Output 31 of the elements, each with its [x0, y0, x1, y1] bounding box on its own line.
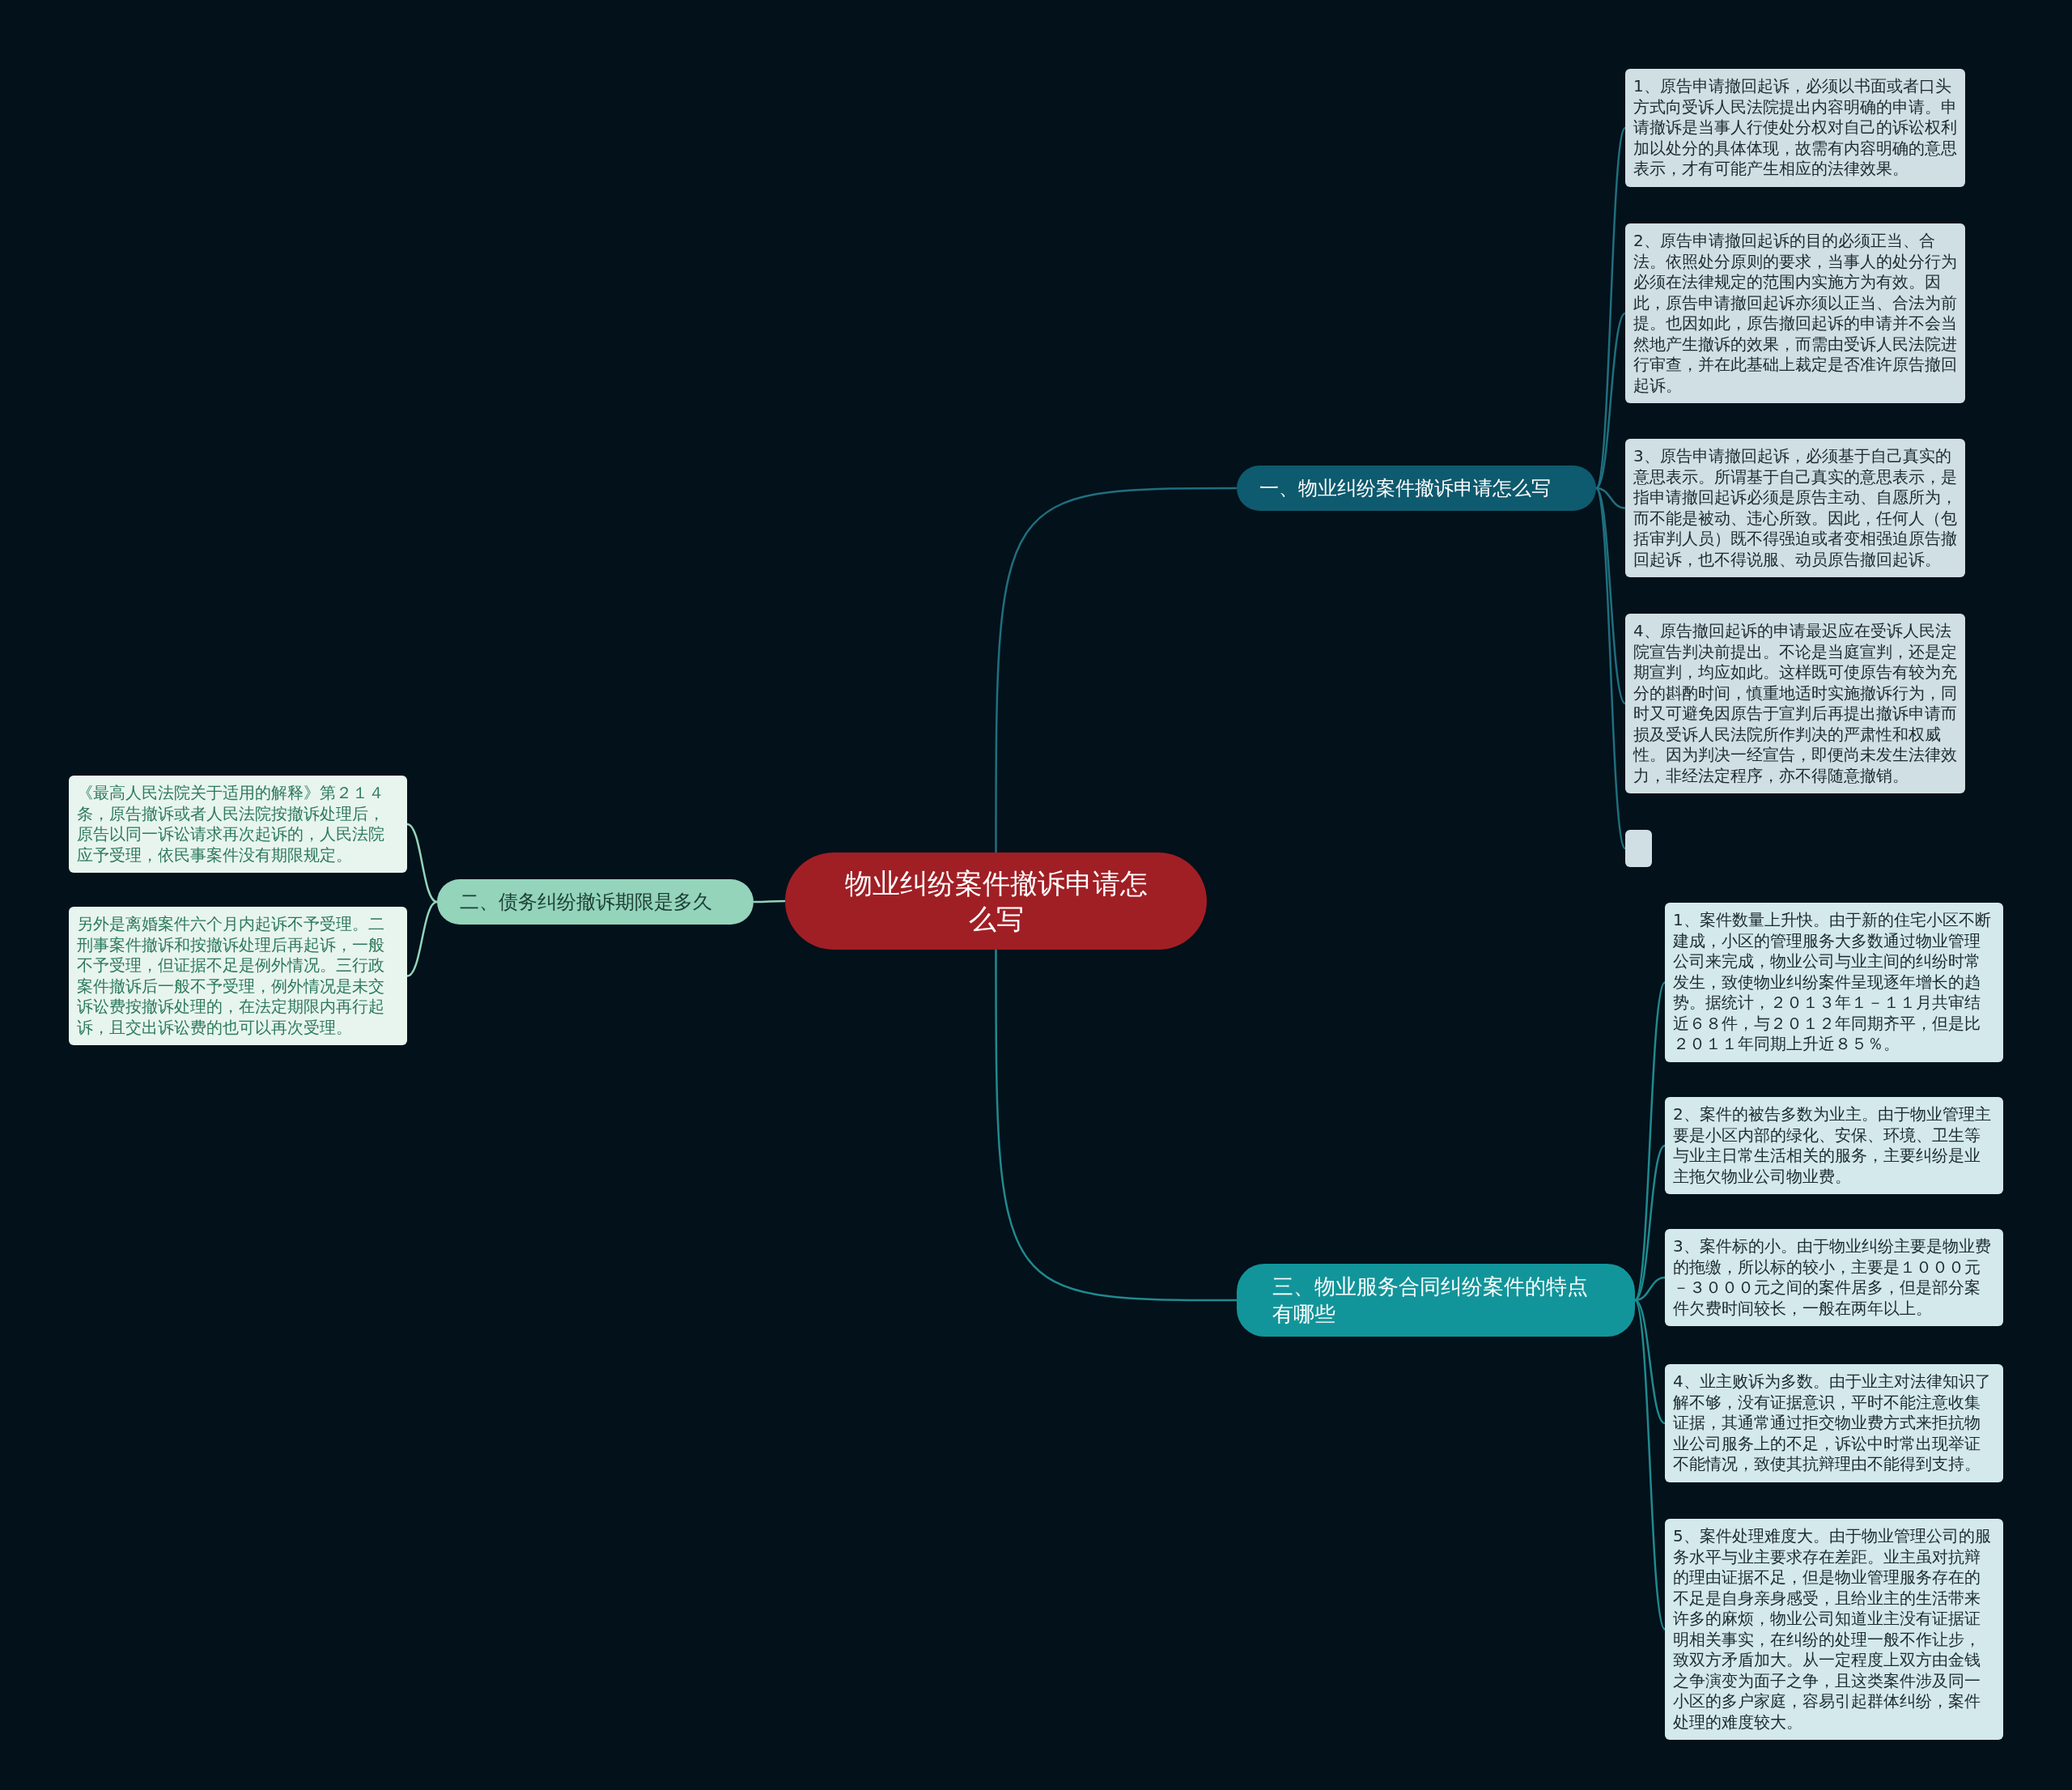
connector-line	[1634, 1145, 1666, 1301]
connector-line	[406, 900, 438, 977]
text-card: 另外是离婚案件六个月内起诉不予受理。二刑事案件撤诉和按撤诉处理后再起诉，一般不予受理，但证据不足是例外情况。三行政案件撤诉后一般不予受理，例外情况是未交诉讼费按撤诉处理的，在法定期限内再行起诉，且交出诉讼费的也可以再次受理。	[69, 907, 407, 1045]
connector-line	[754, 899, 785, 904]
connector-line	[995, 950, 1237, 1302]
text-card: 3、原告申请撤回起诉，必须基于自己真实的意思表示。所谓基于自己真实的意思表示，是指申请撤回起诉必须是原告主动、自愿所为，而不能是被动、违心所致。因此，任何人（包括审判人员）既不得强迫或者变相强迫原告撤回起诉，也不得说服、动员原告撤回起诉。	[1625, 439, 1965, 577]
empty-card	[1625, 830, 1652, 867]
branch-topic: 二、债务纠纷撤诉期限是多久	[437, 879, 754, 925]
text-card: 4、业主败诉为多数。由于业主对法律知识了解不够，没有证据意识，平时不能注意收集证据，其通常通过拒交物业费方式来拒抗物业公司服务上的不足，诉讼中时常出现举证不能情况，致使其抗辩理由不能得到支持。	[1665, 1364, 2003, 1482]
connector-line	[1633, 1299, 1667, 1631]
text-card: 《最高人民法院关于适用的解释》第２１４条，原告撤诉或者人民法院按撤诉处理后，原告以同一诉讼请求再次起诉的，人民法院应予受理，依民事案件没有期限规定。	[69, 776, 407, 873]
connector-line	[1634, 1299, 1666, 1425]
text-card: 3、案件标的小。由于物业纠纷主要是物业费的拖缴，所以标的较小，主要是１０００元－３０００元之间的案件居多，但是部分案件欠费时间较长，一般在两年以上。	[1665, 1229, 2003, 1326]
connector-line	[1634, 1276, 1666, 1302]
connector-line	[1594, 487, 1627, 849]
branch-topic: 一、物业纠纷案件撤诉申请怎么写	[1237, 466, 1596, 511]
connector-line	[1594, 127, 1627, 489]
text-card: 1、原告申请撤回起诉，必须以书面或者口头方式向受诉人民法院提出内容明确的申请。申请撤诉是当事人行使处分权对自己的诉讼权利加以处分的具体体现，故需有内容明确的意思表示，才有可能产生相应的法律效果。	[1625, 69, 1965, 187]
text-card: 1、案件数量上升快。由于新的住宅小区不断建成，小区的管理服务大多数通过物业管理公司来完成，物业公司与业主间的纠纷时常发生，致使物业纠纷案件呈现逐年增长的趋势。据统计，２０１３年１－１１月共审结近６８件，与２０１２年同期齐平，但是比２０１１年同期上升近８５％。	[1665, 903, 2003, 1062]
branch-topic: 三、物业服务合同纠纷案件的特点有哪些	[1237, 1264, 1635, 1337]
central-topic: 物业纠纷案件撤诉申请怎么写	[785, 852, 1207, 950]
connector-line	[1633, 981, 1667, 1301]
connector-line	[1595, 487, 1626, 704]
text-card: 2、案件的被告多数为业主。由于物业管理主要是小区内部的绿化、安保、环境、卫生等与业主日常生活相关的服务，主要纠纷是业主拖欠物业公司物业费。	[1665, 1097, 2003, 1194]
connector-line	[1595, 313, 1626, 489]
text-card: 5、案件处理难度大。由于物业管理公司的服务水平与业主要求存在差距。业主虽对抗辩的理由证据不足，但是物业管理服务存在的不足是自身亲身感受，且给业主的生活带来许多的麻烦，物业公司知道业主没有证据证明相关事实，在纠纷的处理一般不作让步，致双方矛盾加大。从一定程度上双方由金钱之争演变为面子之争，且这类案件涉及同一小区的多户家庭，容易引起群体纠纷，案件处理的难度较大。	[1665, 1519, 2003, 1740]
text-card: 2、原告申请撤回起诉的目的必须正当、合法。依照处分原则的要求，当事人的处分行为必须在法律规定的范围内实施方为有效。因此，原告申请撤回起诉亦须以正当、合法为前提。也因如此，原告撤回起诉的申请并不会当然地产生撤诉的效果，而需由受诉人民法院进行审查，并在此基础上裁定是否准许原告撤回起诉。	[1625, 223, 1965, 403]
connector-line	[1595, 487, 1626, 509]
text-card: 4、原告撤回起诉的申请最迟应在受诉人民法院宣告判决前提出。不论是当庭宣判，还是定期宣判，均应如此。这样既可使原告有较为充分的斟酌时间，慎重地适时实施撤诉行为，同时又可避免因原告于宣判后再提出撤诉申请而损及受诉人民法院所作判决的严肃性和权威性。因为判决一经宣告，即便尚未发生法律效力，非经法定程序，亦不得随意撤销。	[1625, 614, 1965, 793]
connector-line	[406, 823, 438, 904]
connector-line	[995, 487, 1237, 852]
